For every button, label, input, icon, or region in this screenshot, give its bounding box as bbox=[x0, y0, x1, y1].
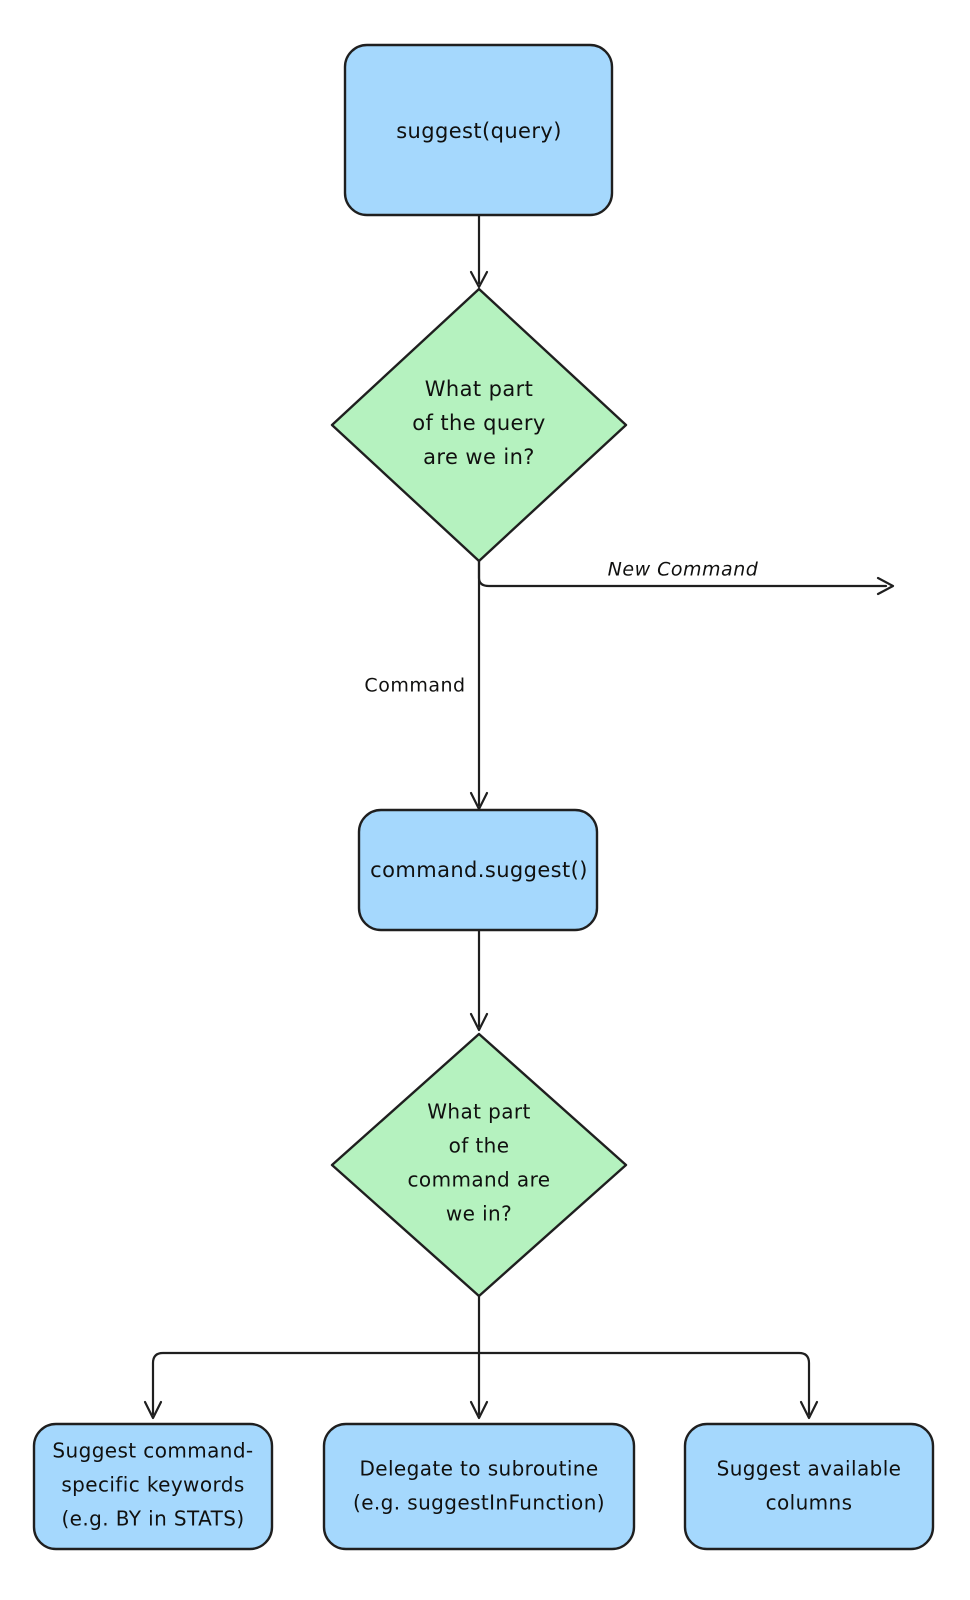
edge-command-suggest-to-decision2 bbox=[469, 928, 489, 1032]
edge-decision1-to-command-suggest: Command bbox=[364, 554, 489, 811]
node-shape-rounded-rect bbox=[343, 43, 614, 217]
node-label-line: (e.g. BY in STATS) bbox=[61, 1507, 244, 1531]
node-decision-what-part-of-command[interactable]: What part of the command are we in? bbox=[330, 1032, 628, 1298]
edge-suggest-query-to-decision1 bbox=[469, 214, 489, 289]
node-shape-diamond bbox=[330, 1032, 628, 1298]
node-shape-rounded-rect bbox=[32, 1422, 274, 1551]
node-decision-what-part-of-query[interactable]: What part of the query are we in? bbox=[330, 287, 628, 563]
edge-label-command: Command bbox=[364, 675, 465, 697]
node-shape-rounded-rect bbox=[357, 808, 599, 932]
node-suggest-query[interactable]: suggest(query) bbox=[343, 43, 614, 217]
edge-label-new-command: New Command bbox=[608, 559, 759, 581]
node-label-line: of the bbox=[449, 1134, 510, 1158]
node-suggest-command-specific-keywords[interactable]: Suggest command- specific keywords (e.g.… bbox=[32, 1422, 274, 1551]
node-label-line: of the query bbox=[412, 411, 545, 435]
node-label-line: suggest(query) bbox=[396, 119, 562, 143]
arrow-head-icon bbox=[799, 1400, 819, 1420]
node-shape-rounded-rect bbox=[322, 1422, 636, 1551]
node-shape-rounded-rect bbox=[683, 1422, 935, 1551]
arrow-head-icon bbox=[469, 1012, 489, 1032]
edge-line-left bbox=[151, 1351, 481, 1416]
node-label-line: What part bbox=[425, 377, 534, 401]
arrow-head-icon bbox=[469, 1400, 489, 1420]
node-suggest-available-columns[interactable]: Suggest available columns bbox=[683, 1422, 935, 1551]
arrow-head-icon bbox=[876, 576, 895, 596]
node-label-line: we in? bbox=[446, 1202, 512, 1226]
node-label-line: Suggest command- bbox=[52, 1439, 253, 1463]
node-delegate-to-subroutine[interactable]: Delegate to subroutine (e.g. suggestInFu… bbox=[322, 1422, 636, 1551]
node-label-line: columns bbox=[766, 1491, 853, 1515]
node-label-line: are we in? bbox=[423, 445, 535, 469]
arrow-head-icon bbox=[143, 1400, 163, 1420]
node-label-line: Suggest available bbox=[717, 1457, 902, 1481]
edge-decision2-fanout bbox=[143, 1294, 819, 1420]
node-label-line: Delegate to subroutine bbox=[359, 1457, 598, 1481]
node-command-suggest[interactable]: command.suggest() bbox=[357, 808, 599, 932]
node-label-line: (e.g. suggestInFunction) bbox=[353, 1491, 605, 1515]
node-shape-diamond bbox=[330, 287, 628, 563]
node-label-line: What part bbox=[427, 1100, 531, 1124]
node-label-line: command are bbox=[408, 1168, 551, 1192]
node-label-line: command.suggest() bbox=[370, 858, 588, 882]
arrow-head-icon bbox=[469, 270, 489, 289]
edge-line-right bbox=[477, 1351, 811, 1416]
edge-decision1-new-command: New Command bbox=[477, 554, 895, 596]
node-label-line: specific keywords bbox=[61, 1473, 244, 1497]
